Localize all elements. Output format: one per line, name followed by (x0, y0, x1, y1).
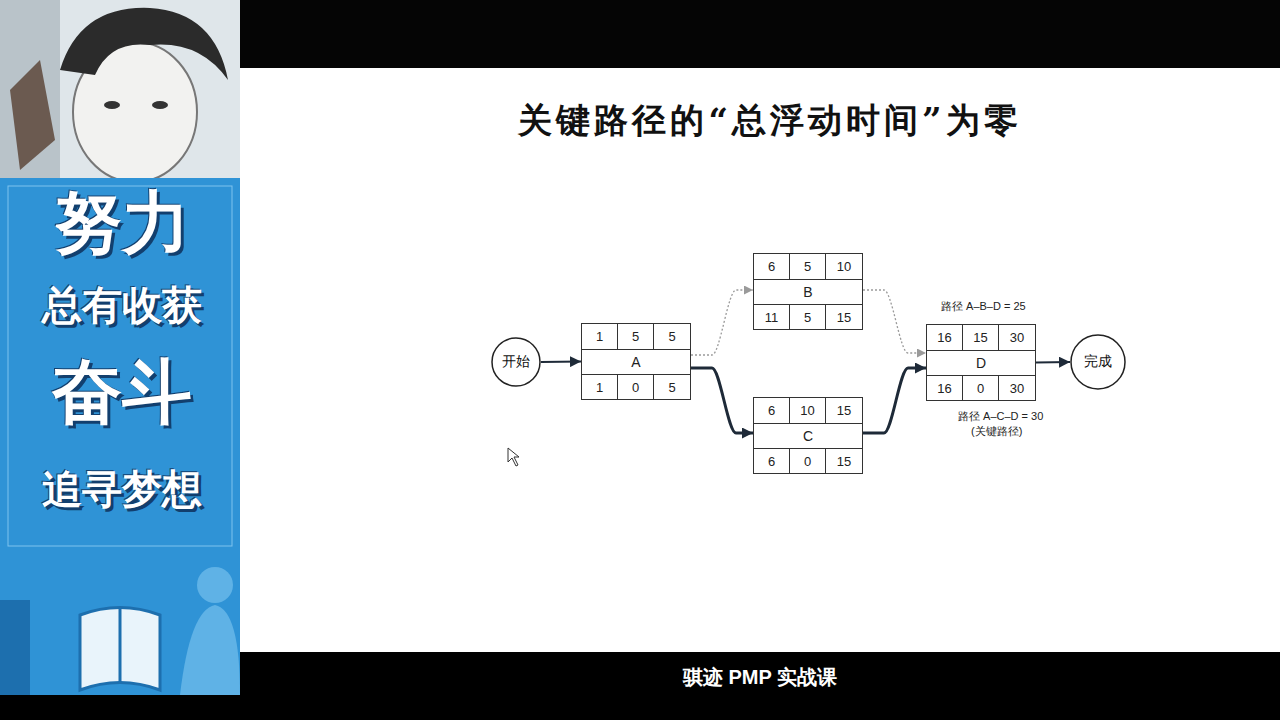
critical-arrow (863, 368, 926, 433)
activity-name: A (582, 349, 690, 374)
schedule-value: 16 (927, 325, 963, 350)
schedule-value: 15 (963, 325, 999, 350)
dependency-arrow (541, 361, 581, 364)
schedule-value: 10 (790, 398, 826, 423)
book-spine (119, 607, 122, 682)
schedule-value: 11 (754, 304, 790, 329)
banner-slogan: 追寻梦想 (42, 466, 202, 512)
path-note: 路径 A–C–D = 30 (958, 410, 1043, 423)
schedule-value: 5 (790, 304, 826, 329)
schedule-value: 5 (618, 324, 654, 349)
dependency-arrow (863, 290, 926, 353)
schedule-value: 6 (754, 254, 790, 279)
schedule-value: 10 (826, 254, 862, 279)
circle-shape (492, 338, 540, 386)
schedule-value: 1 (582, 324, 618, 349)
slide (240, 68, 1280, 652)
webcam-hand (10, 60, 55, 170)
dependency-arrow (1036, 361, 1070, 364)
circle-shape (1071, 335, 1125, 389)
schedule-value: 15 (826, 304, 862, 329)
webcam-eye (152, 101, 168, 109)
webcam-eye (104, 101, 120, 109)
activity-box: 155A105 (581, 323, 691, 400)
webcam-wall (0, 0, 60, 178)
activity-name: B (754, 279, 862, 304)
critical-arrow (691, 368, 753, 433)
schedule-value: 0 (790, 448, 826, 473)
dependency-arrow (691, 290, 753, 355)
schedule-value: 0 (963, 375, 999, 400)
sidebar-banner (0, 178, 240, 695)
video-subtitle: 骐迹 PMP 实战课 (683, 666, 837, 689)
activity-box: 61015C6015 (753, 397, 863, 474)
schedule-value: 15 (826, 398, 862, 423)
schedule-value: 6 (754, 448, 790, 473)
milestone-name: 开始 (502, 353, 530, 371)
schedule-value: 5 (790, 254, 826, 279)
mouse-cursor (508, 448, 519, 466)
schedule-value: 6 (754, 398, 790, 423)
schedule-value: 15 (826, 448, 862, 473)
schedule-value: 30 (999, 325, 1035, 350)
banner-slogan: 努力 (54, 183, 190, 261)
schedule-value: 5 (654, 324, 690, 349)
path-note: (关键路径) (971, 425, 1022, 438)
banner-figure-body (180, 605, 240, 695)
schedule-value: 16 (927, 375, 963, 400)
slide-title: 关键路径的“总浮动时间”为零 (518, 98, 1021, 144)
milestone-name: 完成 (1084, 353, 1112, 371)
banner-book (80, 608, 160, 691)
path-note: 路径 A–B–D = 25 (941, 300, 1026, 313)
milestone-circle: 开始 (491, 337, 541, 387)
activity-box: 6510B11515 (753, 253, 863, 330)
activity-name: C (754, 423, 862, 448)
activity-box: 161530D16030 (926, 324, 1036, 401)
schedule-value: 5 (654, 374, 690, 399)
banner-pillar (0, 600, 30, 695)
top-bar (240, 0, 1280, 68)
schedule-value: 0 (618, 374, 654, 399)
activity-name: D (927, 350, 1035, 375)
milestone-circle: 完成 (1070, 334, 1126, 390)
schedule-value: 1 (582, 374, 618, 399)
webcam-hair (60, 8, 228, 80)
banner-slogan: 总有收获 (42, 282, 202, 328)
schedule-value: 30 (999, 375, 1035, 400)
banner-slogan: 奋斗 (52, 352, 192, 433)
banner-figure-head (197, 567, 233, 603)
